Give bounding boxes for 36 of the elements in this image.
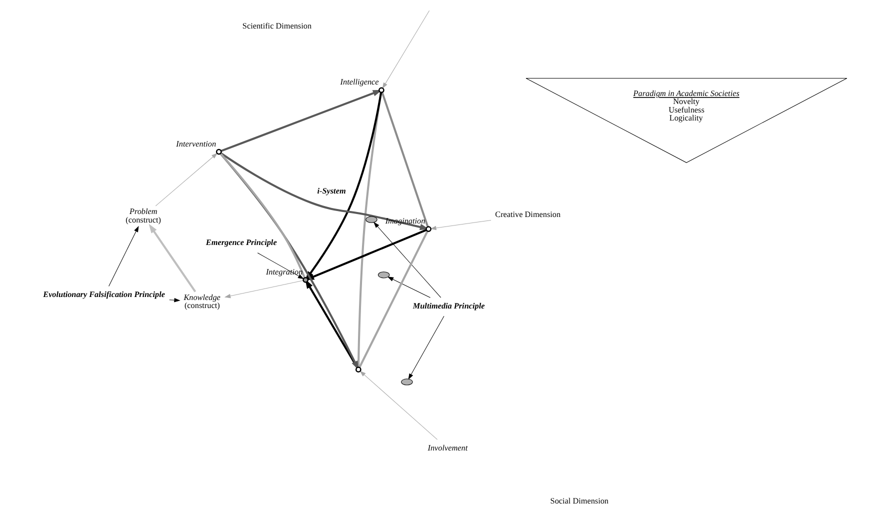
label: Social Dimension xyxy=(550,496,609,506)
node-label: Intervention xyxy=(176,139,216,148)
label: Scientific Dimension xyxy=(242,21,312,30)
node-label: Intelligence xyxy=(340,78,379,87)
arrow xyxy=(387,276,431,298)
label: i-System xyxy=(317,186,346,196)
node-circle xyxy=(216,148,222,155)
arrow xyxy=(430,220,492,230)
node-text: Problem (construct) xyxy=(126,207,162,224)
node-ellipse xyxy=(366,216,378,223)
node-circle xyxy=(302,277,308,283)
arrow xyxy=(169,298,180,302)
arrow xyxy=(224,280,304,298)
node-circle xyxy=(355,366,362,373)
arrow xyxy=(360,370,438,440)
arrow xyxy=(374,222,442,298)
connector xyxy=(220,153,306,278)
connector xyxy=(358,230,428,368)
arrow xyxy=(382,10,430,89)
arrow xyxy=(155,152,218,206)
node-ellipse xyxy=(401,378,413,386)
node-text: Knowledge (construct) xyxy=(184,292,220,310)
connector xyxy=(381,92,429,228)
node-text: Evolutionary Falsification Principle xyxy=(43,290,166,299)
arrow xyxy=(148,224,196,292)
node-text: Emergence Principle xyxy=(206,238,277,248)
arrow xyxy=(220,153,359,370)
node-circle xyxy=(378,87,384,94)
node-ellipse xyxy=(378,272,390,278)
node-text: Involvement xyxy=(428,443,468,452)
arrow xyxy=(220,90,382,152)
node-text: Creative Dimension xyxy=(495,210,561,219)
node-circle xyxy=(426,226,432,232)
arrow xyxy=(108,226,139,287)
arrow xyxy=(408,316,444,380)
node-text: Multimedia Principle xyxy=(412,301,485,310)
